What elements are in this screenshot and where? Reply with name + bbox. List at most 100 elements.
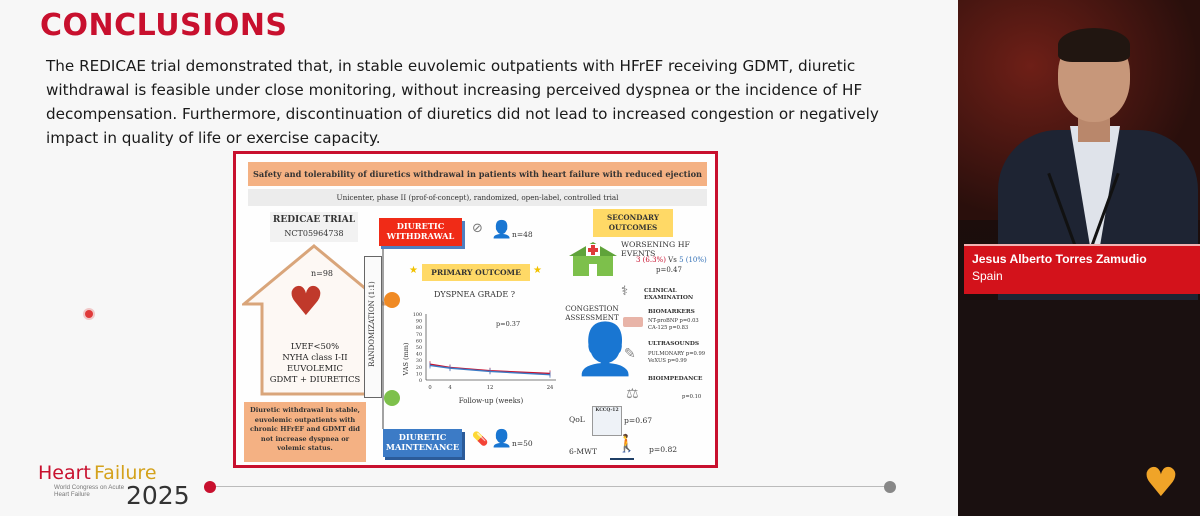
- ultrasound-pulmonary: PULMONARY p=0.99: [648, 351, 706, 357]
- ultrasound-vexus: VeXUS p=0.99: [648, 358, 687, 364]
- star-icon: ★: [409, 265, 418, 276]
- ultrasound-probe-icon: ✎: [624, 346, 636, 362]
- x-tick-label: 0: [428, 385, 431, 391]
- person-icon: 👤: [491, 429, 513, 449]
- logo-year: 2025: [126, 481, 190, 510]
- worsening-hf-title: WORSENING HF EVENTS: [621, 240, 690, 258]
- happy-face-icon: [384, 390, 400, 406]
- y-tick-label: 10: [416, 371, 422, 377]
- walk-line: [610, 458, 634, 460]
- biomarkers-results: NT-proBNP p=0.03 CA-125 p=0.83: [648, 318, 699, 332]
- speaker-country: Spain: [972, 269, 1003, 283]
- star-icon: ★: [533, 265, 542, 276]
- speaker-lower-third: Jesus Alberto Torres Zamudio Spain: [964, 244, 1200, 294]
- y-tick-label: 70: [416, 332, 422, 338]
- criteria-gdmt: GDMT + DIURETICS: [269, 374, 361, 384]
- congress-logo-icon: ♥: [1143, 460, 1179, 506]
- trial-name: REDICAE TRIAL: [272, 215, 356, 225]
- y-tick-label: 0: [419, 378, 422, 384]
- congestion-label: CONGESTION ASSESSMENT: [565, 304, 619, 322]
- bioimpedance-icon: ⚖: [626, 386, 639, 402]
- worsening-p-value: p=0.47: [656, 266, 682, 274]
- doctor-icon: ⚕: [621, 284, 629, 299]
- abstract-header: Safety and tolerability of diuretics wit…: [248, 162, 707, 203]
- person-icon: 👤: [491, 220, 513, 240]
- pill-crossed-icon: ⊘: [472, 221, 483, 236]
- lectern: [958, 300, 1200, 516]
- x-tick-label: 24: [547, 385, 554, 391]
- trial-id: NCT05964738: [284, 229, 344, 238]
- sad-face-icon: [384, 292, 400, 308]
- y-tick-label: 40: [416, 352, 422, 358]
- chart-annotation: p=0.37: [496, 320, 520, 328]
- logo-heart-text: Heart: [38, 462, 91, 484]
- criteria-lvef: LVEF<50%: [290, 341, 340, 351]
- biomarker-ca125: CA-125 p=0.83: [648, 325, 689, 331]
- slide-progress-line: [210, 486, 890, 487]
- x-axis-label: Follow-up (weeks): [459, 397, 524, 405]
- arm-maintenance-n: n=50: [512, 439, 533, 448]
- randomization-label: RANDOMIZATION (1:1): [368, 281, 376, 367]
- y-tick-label: 90: [416, 319, 422, 325]
- y-tick-label: 20: [416, 365, 422, 371]
- x-tick-label: 4: [448, 385, 452, 391]
- arm-withdrawal-box: DIURETIC WITHDRAWAL: [378, 218, 462, 246]
- trial-box: REDICAE TRIAL NCT05964738: [270, 212, 358, 242]
- x-tick-label: 12: [487, 385, 494, 391]
- worsening-maintenance: 5 (10%): [679, 256, 707, 264]
- worsening-vs: Vs: [668, 256, 677, 264]
- ultrasounds-title: ULTRASOUNDS: [648, 341, 700, 347]
- series-lines: [429, 361, 551, 378]
- pill-icon: 💊: [472, 432, 489, 447]
- worsening-withdrawal: 3 (6.3%): [636, 256, 666, 264]
- qol-label: QoL: [569, 415, 585, 424]
- randomization-bar: [364, 256, 382, 398]
- blood-cells-icon: [623, 317, 643, 327]
- walking-person-icon: 🚶: [616, 434, 638, 454]
- y-tick-label: 60: [416, 338, 422, 344]
- population-criteria: LVEF<50% NYHA class I-II EUVOLEMIC GDMT …: [251, 341, 379, 385]
- y-tick-label: 50: [416, 345, 422, 351]
- summary-box: Diuretic withdrawal in stable, euvolemic…: [244, 402, 366, 462]
- arm-maintenance-box: DIURETIC MAINTENANCE: [382, 429, 462, 457]
- secondary-outcomes-title: SECONDARY OUTCOMES: [593, 209, 673, 237]
- y-tick-label: 80: [416, 325, 422, 331]
- kccq-questionnaire-icon: KCCQ-12: [592, 406, 622, 436]
- mwt-label: 6-MWT: [569, 447, 598, 456]
- progress-start-dot: [204, 481, 216, 493]
- heart-icon: ♥: [288, 279, 324, 325]
- criteria-euvolemic: EUVOLEMIC: [287, 363, 343, 373]
- presentation-slide: CONCLUSIONS The REDICAE trial demonstrat…: [0, 0, 958, 516]
- series-line-2: [429, 364, 551, 376]
- primary-outcome-title: PRIMARY OUTCOME: [422, 264, 530, 281]
- progress-end-dot: [884, 481, 896, 493]
- arm-withdrawal-n: n=48: [512, 230, 533, 239]
- ultrasounds-results: PULMONARY p=0.99 VeXUS p=0.99: [648, 351, 705, 365]
- biomarkers-title: BIOMARKERS: [648, 309, 695, 315]
- slide-title: CONCLUSIONS: [40, 8, 288, 43]
- worsening-hf-stat: 3 (6.3%) Vs 5 (10%): [636, 256, 707, 264]
- x-axis-ticks: 0 4 12 24: [428, 385, 554, 391]
- mwt-p-value: p=0.82: [649, 445, 678, 454]
- speaker-name: Jesus Alberto Torres Zamudio: [972, 252, 1147, 266]
- bioimpedance-p-value: p=0.10: [682, 394, 702, 400]
- speaker-hair: [1058, 28, 1130, 62]
- dyspnea-title: DYSPNEA GRADE ?: [434, 290, 515, 299]
- logo-failure-text: Failure: [94, 462, 157, 484]
- population-n: n=98: [310, 269, 334, 278]
- bioimpedance-title: BIOIMPEDANCE: [648, 376, 703, 382]
- y-tick-label: 30: [416, 358, 422, 364]
- criteria-nyha: NYHA class I-II: [282, 352, 348, 362]
- conclusion-paragraph: The REDICAE trial demonstrated that, in …: [46, 57, 879, 147]
- qol-p-value: p=0.67: [624, 416, 653, 425]
- person-figure-icon: 👤: [574, 320, 637, 378]
- clinical-examination-title: CLINICAL EXAMINATION: [644, 288, 694, 301]
- logo-subtitle: World Congress on Acute Heart Failure: [54, 484, 125, 498]
- graphical-abstract: Safety and tolerability of diuretics wit…: [233, 151, 718, 468]
- y-axis-label: VAS (mm): [402, 342, 410, 376]
- abstract-subheader: Unicenter, phase II (prof-of-concept), r…: [248, 189, 707, 206]
- hospital-icon: [569, 242, 617, 276]
- biomarker-ntprobnp: NT-proBNP p=0.03: [648, 318, 699, 324]
